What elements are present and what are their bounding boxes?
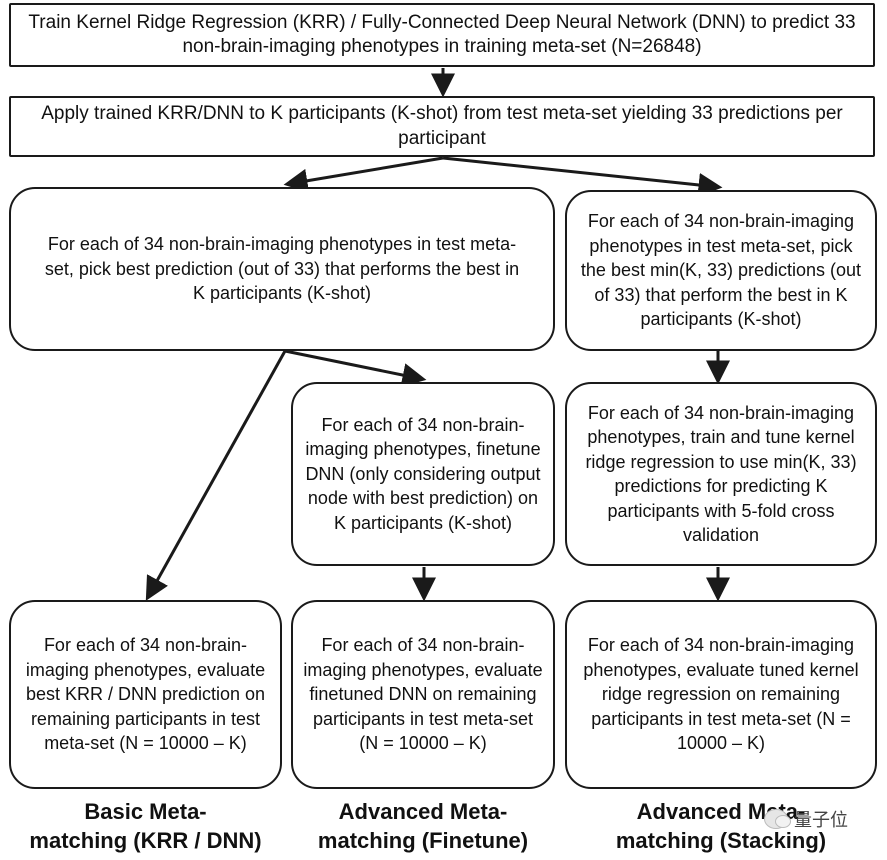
label-stacking: Advanced Meta- matching (Stacking) xyxy=(565,797,877,855)
eval-finetune-box: For each of 34 non-brain-imaging phenoty… xyxy=(291,600,555,789)
arrow-apply-to-pick-best xyxy=(283,156,444,193)
eval-basic-box: For each of 34 non-brain-imaging phenoty… xyxy=(9,600,282,789)
train-box: Train Kernel Ridge Regression (KRR) / Fu… xyxy=(9,3,875,67)
train-tune-box: For each of 34 non-brain-imaging phenoty… xyxy=(565,382,877,566)
apply-box: Apply trained KRR/DNN to K participants … xyxy=(9,96,875,157)
apply-text: Apply trained KRR/DNN to K participants … xyxy=(41,103,843,149)
label-finetune: Advanced Meta- matching (Finetune) xyxy=(291,797,555,855)
label-finetune-line2: matching (Finetune) xyxy=(317,828,529,853)
eval-finetune-text: For each of 34 non-brain-imaging phenoty… xyxy=(303,635,543,754)
pick-best-text: For each of 34 non-brain-imaging phenoty… xyxy=(44,234,520,304)
eval-stacking-text: For each of 34 non-brain-imaging phenoty… xyxy=(583,635,859,754)
eval-basic-text: For each of 34 non-brain-imaging phenoty… xyxy=(25,635,266,754)
arrow-pick-best-to-eval-basic xyxy=(145,350,287,601)
label-basic: Basic Meta- matching (KRR / DNN) xyxy=(9,797,282,855)
label-basic-line2: matching (KRR / DNN) xyxy=(29,828,262,853)
arrow-pick-best-to-finetune xyxy=(284,349,427,387)
label-finetune-line1: Advanced Meta- xyxy=(338,799,508,824)
wechat-icon xyxy=(764,809,791,829)
pick-best-box: For each of 34 non-brain-imaging phenoty… xyxy=(9,187,555,351)
watermark-text: 量子位 xyxy=(794,810,848,830)
pick-min-box: For each of 34 non-brain-imaging phenoty… xyxy=(565,190,877,351)
train-text: Train Kernel Ridge Regression (KRR) / Fu… xyxy=(28,11,856,58)
finetune-text: For each of 34 non-brain-imaging phenoty… xyxy=(305,414,541,533)
label-stacking-line2: matching (Stacking) xyxy=(615,828,827,853)
pick-min-text: For each of 34 non-brain-imaging phenoty… xyxy=(580,211,862,330)
eval-stacking-box: For each of 34 non-brain-imaging phenoty… xyxy=(565,600,877,789)
label-basic-line1: Basic Meta- xyxy=(84,799,207,824)
train-tune-text: For each of 34 non-brain-imaging phenoty… xyxy=(585,402,857,546)
arrow-apply-to-pick-min xyxy=(442,156,723,197)
finetune-box: For each of 34 non-brain-imaging phenoty… xyxy=(291,382,555,566)
watermark: 量子位 xyxy=(764,806,848,832)
